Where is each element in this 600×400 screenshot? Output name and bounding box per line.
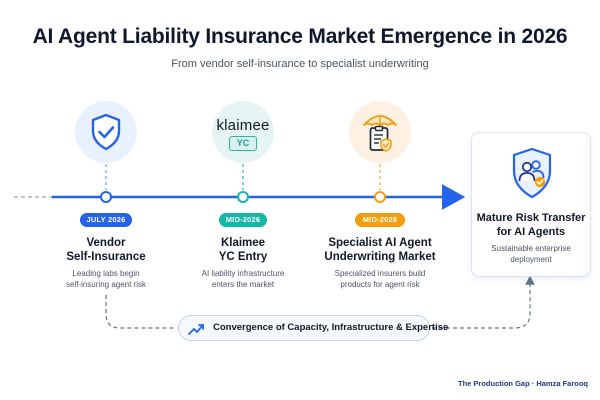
- stage-2-title: Klaimee YC Entry: [173, 236, 313, 264]
- final-outcome-description: Sustainable enterprise deployment: [472, 243, 590, 265]
- yc-badge: YC: [229, 136, 257, 151]
- final-title-line1: Mature Risk Transfer: [476, 212, 586, 224]
- convergence-curve-right: [432, 275, 535, 329]
- klaimee-logo: klaimee: [216, 117, 270, 134]
- convergence-curve-left: [105, 295, 176, 329]
- stage-2-desc-line1: AI liability infrastructure: [201, 269, 285, 278]
- stage-2-title-line2: YC Entry: [218, 251, 268, 263]
- final-outcome-card: Mature Risk Transfer for AI Agents Susta…: [471, 132, 591, 277]
- stage-1-desc-line1: Leading labs begin: [72, 269, 140, 278]
- stage-3-icon-circle: [349, 101, 411, 163]
- page-title: AI Agent Liability Insurance Market Emer…: [32, 25, 568, 48]
- final-title-line2: for AI Agents: [496, 226, 566, 238]
- timeline-node-2: [237, 191, 249, 203]
- stage-2-date-badge: MID-2026: [219, 213, 267, 227]
- final-desc-line1: Sustainable enterprise: [491, 244, 571, 253]
- stage-3-title: Specialist AI Agent Underwriting Market: [310, 236, 450, 264]
- trend-up-icon: [188, 324, 204, 335]
- stage-2-logo-circle: klaimee YC: [212, 101, 274, 163]
- timeline-node-3: [374, 191, 386, 203]
- stage-1-date-badge: JULY 2026: [80, 213, 132, 227]
- convergence-label: Convergence of Capacity, Infrastructure …: [213, 322, 449, 333]
- stage-1-title: Vendor Self-Insurance: [36, 236, 176, 264]
- stage-3-description: Specialized insurers build products for …: [310, 268, 450, 290]
- final-desc-line2: deployment: [510, 255, 552, 264]
- stage-1-title-line2: Self-Insurance: [66, 251, 146, 263]
- stage-3-desc-line2: products for agent risk: [340, 280, 420, 289]
- stage-3-desc-line1: Specialized insurers build: [334, 269, 426, 278]
- stage-1-desc-line2: self-insuring agent risk: [65, 280, 147, 289]
- stage-2-title-line1: Klaimee: [220, 237, 266, 249]
- stage-3-title-line2: Underwriting Market: [324, 251, 436, 263]
- shield-check-icon: [91, 113, 121, 151]
- protected-users-icon: [512, 147, 552, 199]
- stage-1-description: Leading labs begin self-insuring agent r…: [36, 268, 176, 290]
- stage-3-title-line1: Specialist AI Agent: [328, 237, 432, 249]
- stage-3-date-badge: MID-2026: [355, 213, 405, 227]
- stage-2-desc-line2: enters the market: [211, 280, 275, 289]
- stage-2-description: AI liability infrastructure enters the m…: [173, 268, 313, 290]
- final-outcome-title: Mature Risk Transfer for AI Agents: [472, 211, 590, 239]
- footer-credit: The Production Gap · Hamza Farooq: [457, 379, 588, 388]
- stage-1-icon-circle: [75, 101, 137, 163]
- timeline-node-1: [100, 191, 112, 203]
- convergence-pill: Convergence of Capacity, Infrastructure …: [178, 315, 448, 341]
- umbrella-clipboard-icon: [363, 115, 397, 152]
- stage-1-title-line1: Vendor: [86, 237, 126, 249]
- page-subtitle: From vendor self-insurance to specialist…: [171, 58, 429, 70]
